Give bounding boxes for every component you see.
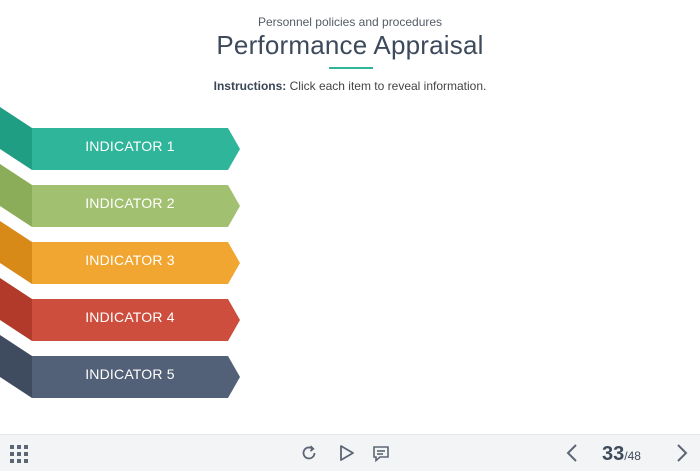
title-underline bbox=[329, 67, 373, 69]
chevron-right-icon[interactable] bbox=[674, 443, 690, 468]
play-icon[interactable] bbox=[338, 444, 356, 467]
instructions-label: Instructions: bbox=[213, 79, 287, 93]
indicator-1-button[interactable]: INDICATOR 1 bbox=[0, 107, 240, 197]
indicator-2-button[interactable]: INDICATOR 2 bbox=[0, 164, 240, 254]
player-toolbar: 33/48 bbox=[0, 434, 700, 471]
instructions: Instructions: Click each item to reveal … bbox=[0, 79, 700, 93]
indicator-4-ribbon bbox=[0, 278, 240, 341]
indicator-2-ribbon bbox=[0, 164, 240, 227]
grid-menu-icon[interactable] bbox=[10, 445, 28, 468]
indicator-1-label: INDICATOR 1 bbox=[85, 138, 175, 154]
indicator-4-label: INDICATOR 4 bbox=[85, 309, 175, 325]
current-page: 33 bbox=[602, 443, 625, 465]
chat-icon[interactable] bbox=[372, 445, 390, 468]
indicator-2-label: INDICATOR 2 bbox=[85, 195, 175, 211]
indicator-5-ribbon bbox=[0, 335, 240, 398]
indicator-1-ribbon bbox=[0, 107, 240, 170]
indicator-4-button[interactable]: INDICATOR 4 bbox=[0, 278, 240, 368]
page-title: Performance Appraisal bbox=[216, 30, 484, 60]
indicator-3-ribbon bbox=[0, 221, 240, 284]
indicator-3-button[interactable]: INDICATOR 3 bbox=[0, 221, 240, 311]
page-counter: 33/48 bbox=[602, 443, 641, 466]
indicator-3-label: INDICATOR 3 bbox=[85, 252, 175, 268]
instructions-text: Click each item to reveal information. bbox=[286, 79, 487, 93]
indicator-5-label: INDICATOR 5 bbox=[85, 366, 175, 382]
replay-icon[interactable] bbox=[300, 444, 318, 467]
total-pages: /48 bbox=[624, 449, 641, 463]
chevron-left-icon[interactable] bbox=[564, 443, 580, 468]
slide-subtitle: Personnel policies and procedures bbox=[257, 15, 443, 29]
indicator-5-button[interactable]: INDICATOR 5 bbox=[0, 335, 240, 425]
